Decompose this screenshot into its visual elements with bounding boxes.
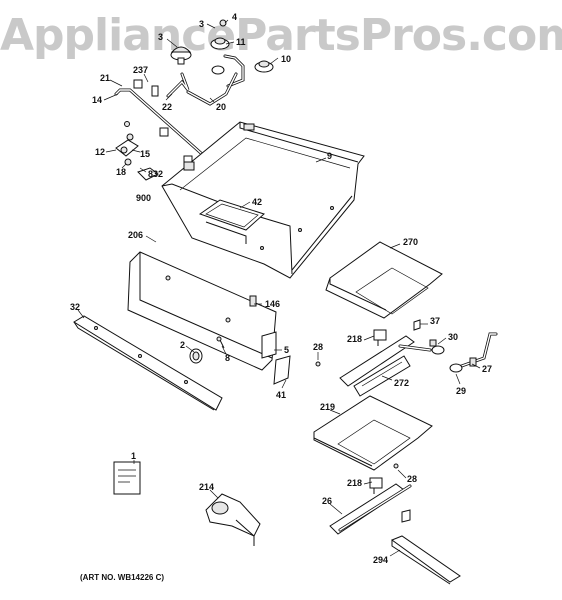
callout-42: 42 — [252, 197, 262, 207]
callout-294: 294 — [373, 555, 388, 565]
valve-part-11 — [210, 37, 245, 88]
valve-part-30 — [398, 339, 445, 355]
bracket-part-832-900 — [124, 158, 159, 181]
orifice-part-218-lower — [369, 477, 383, 494]
callout-11: 11 — [236, 37, 246, 47]
callout-218-lower: 218 — [347, 478, 362, 488]
valve-assembly-part-214 — [205, 493, 261, 546]
callout-3-left: 3 — [158, 32, 163, 42]
callout-2: 2 — [180, 340, 185, 350]
callout-3-top: 3 — [199, 19, 204, 29]
callout-1: 1 — [131, 451, 136, 461]
callout-21: 21 — [100, 73, 110, 83]
callout-12: 12 — [95, 147, 105, 157]
callout-900: 900 — [136, 193, 151, 203]
manual-part-1 — [113, 461, 141, 495]
panel-part-206 — [127, 251, 277, 371]
callout-28-lower: 28 — [407, 474, 417, 484]
callout-37: 37 — [430, 316, 440, 326]
panel-part-32 — [73, 315, 223, 411]
valve-part-10 — [254, 60, 274, 73]
callout-15: 15 — [140, 149, 150, 159]
callout-206: 206 — [128, 230, 143, 240]
callout-32: 32 — [70, 302, 80, 312]
screw-part-28-lower — [393, 463, 399, 469]
screw-part-4 — [219, 19, 227, 27]
callout-214: 214 — [199, 482, 214, 492]
callout-41: 41 — [276, 390, 286, 400]
callout-218-upper: 218 — [347, 334, 362, 344]
callout-labels: 4 3 3 11 10 237 21 22 20 14 12 15 18 832… — [70, 12, 492, 582]
screw-part-28-upper — [315, 361, 321, 367]
callout-219: 219 — [320, 402, 335, 412]
bracket-part-12-15 — [115, 121, 139, 157]
callout-9: 9 — [327, 151, 332, 161]
callout-22: 22 — [162, 102, 172, 112]
panel-part-5 — [261, 331, 277, 359]
callout-146: 146 — [265, 299, 280, 309]
callout-832: 832 — [148, 169, 163, 179]
callout-20: 20 — [216, 102, 226, 112]
callout-272: 272 — [394, 378, 409, 388]
callout-28-upper: 28 — [313, 342, 323, 352]
grate-part-42 — [198, 199, 265, 244]
callout-18: 18 — [116, 167, 126, 177]
callout-4: 4 — [232, 12, 237, 22]
valve-part-3-left — [170, 46, 192, 65]
burner-part-219 — [313, 395, 433, 471]
callout-8: 8 — [225, 353, 230, 363]
panel-part-41 — [273, 355, 291, 385]
clip-part-26-bracket — [401, 509, 411, 523]
callout-5: 5 — [284, 345, 289, 355]
callout-14: 14 — [92, 95, 102, 105]
callout-26: 26 — [322, 496, 332, 506]
callout-29: 29 — [456, 386, 466, 396]
callout-10: 10 — [281, 54, 291, 64]
watermark: AppliancePartsPros.com — [0, 10, 562, 61]
callout-30: 30 — [448, 332, 458, 342]
callout-27: 27 — [482, 364, 492, 374]
callout-237: 237 — [133, 65, 148, 75]
burner-tube-part-26 — [329, 483, 412, 535]
burner-box-part-9 — [161, 121, 365, 279]
tubes-part-22-20 — [166, 72, 238, 106]
leader-lines — [77, 19, 481, 557]
clip-part-37 — [413, 319, 421, 331]
screw-part-8 — [216, 336, 225, 349]
knob-part-2 — [189, 348, 203, 364]
fitting-part-29-27 — [449, 332, 498, 373]
shield-part-294 — [390, 535, 461, 585]
burner-part-270 — [325, 241, 443, 319]
callout-270: 270 — [403, 237, 418, 247]
art-number: (ART NO. WB14226 C) — [80, 573, 164, 582]
orifice-part-218-upper — [373, 329, 387, 346]
